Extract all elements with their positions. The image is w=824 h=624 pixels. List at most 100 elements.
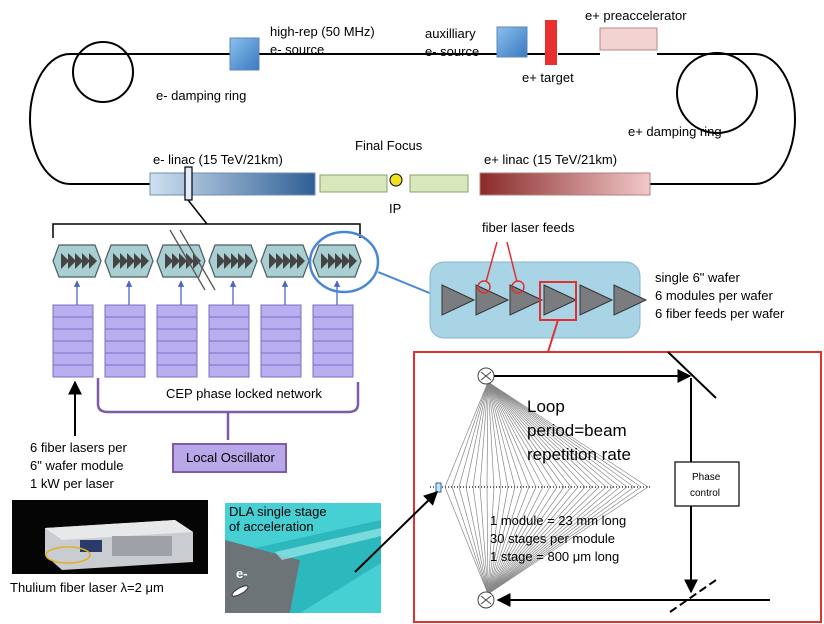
fan-line	[458, 381, 489, 488]
fan-line	[472, 486, 489, 595]
fan-line	[487, 381, 523, 488]
laser-stacks	[52, 304, 354, 378]
module-stage	[283, 253, 291, 269]
feed-lines	[485, 241, 518, 283]
fan-line	[487, 381, 628, 488]
loop-title-1: Loop	[527, 397, 565, 416]
laser-cell	[156, 316, 198, 330]
module-stage	[141, 253, 149, 269]
ff-right-block	[409, 174, 469, 193]
coupler-bottom	[477, 591, 495, 609]
laser-cell	[208, 328, 250, 342]
fan-line	[487, 381, 502, 488]
wafer-module	[579, 284, 614, 316]
p-damping-label: e+ damping ring	[628, 124, 722, 139]
laser-cell	[52, 328, 94, 342]
laser-cell	[52, 316, 94, 330]
laser-cell	[260, 316, 302, 330]
module-stage	[328, 253, 336, 269]
preaccelerator-block	[599, 27, 658, 51]
laser-cell	[260, 352, 302, 366]
zoom-line-blue	[377, 271, 433, 295]
zoom-bracket	[52, 199, 361, 238]
module-stage	[342, 253, 350, 269]
fan-line	[487, 486, 593, 595]
laser-cell	[260, 304, 302, 318]
module-stage	[127, 253, 135, 269]
loop-title-3: repetition rate	[527, 445, 631, 464]
fan-line	[487, 381, 544, 488]
module-stage	[245, 253, 253, 269]
laser-cell	[312, 304, 354, 318]
fan-line	[487, 381, 537, 488]
fan-line	[465, 486, 489, 595]
loop-splitter	[669, 579, 717, 613]
fan-line	[487, 381, 593, 488]
fan-line	[487, 486, 551, 595]
dla-label-2: of acceleration	[229, 519, 314, 534]
laser-cell	[312, 316, 354, 330]
module-highlight-circle	[308, 230, 380, 294]
e-target-label: e+ target	[522, 70, 574, 85]
fan-line	[444, 486, 489, 595]
laser-cell	[104, 340, 146, 354]
laser-cell	[208, 352, 250, 366]
ip-point	[389, 173, 403, 187]
laser-cell	[156, 364, 198, 378]
fan-line	[458, 486, 489, 595]
laser-cell	[156, 340, 198, 354]
fan-line	[487, 486, 509, 595]
module-stage	[89, 253, 97, 269]
dla-inset	[225, 503, 381, 613]
module-break	[169, 229, 216, 291]
aux-source-block	[496, 26, 528, 58]
coupler-top	[477, 367, 495, 385]
laser-cell	[52, 340, 94, 354]
laser-cell	[260, 340, 302, 354]
p-damping-ring-circle	[676, 52, 758, 134]
wafer-info-1: single 6" wafer	[655, 270, 740, 285]
laser-cell	[208, 304, 250, 318]
module-stage	[321, 253, 329, 269]
dla-pointer	[354, 491, 439, 573]
lasers-label-2: 6" wafer module	[30, 458, 124, 473]
module-stage	[349, 253, 357, 269]
fan-line	[451, 486, 489, 595]
module-stage	[120, 253, 128, 269]
preaccelerator-label: e+ preaccelerator	[585, 8, 687, 23]
fan-line	[486, 486, 489, 595]
fan-line	[487, 381, 516, 488]
laser-cell	[260, 328, 302, 342]
ff-left-block	[319, 174, 388, 193]
module-stage	[269, 253, 277, 269]
fan-line	[479, 486, 489, 595]
fan-line	[487, 486, 530, 595]
module-stage	[297, 253, 305, 269]
laser-cell	[208, 316, 250, 330]
module-stage	[165, 253, 173, 269]
e-linac-bar	[149, 172, 316, 196]
module-stage	[217, 253, 225, 269]
fan-line	[465, 381, 489, 488]
e-linac-label: e- linac (15 TeV/21km)	[153, 152, 283, 167]
final-focus-label: Final Focus	[355, 138, 423, 153]
fan-line	[487, 486, 495, 595]
fan-line	[487, 486, 600, 595]
lasers-label-1: 6 fiber lasers per	[30, 440, 127, 455]
fan-line	[487, 486, 572, 595]
fan-line	[487, 486, 628, 595]
wafer-module	[613, 284, 648, 316]
laser-cell	[104, 328, 146, 342]
module-stage	[68, 253, 76, 269]
loop-spec-3: 1 stage = 800 μm long	[490, 549, 620, 564]
module-stage	[186, 253, 194, 269]
module-stage	[290, 253, 298, 269]
loop-spec-1: 1 module = 23 mm long	[490, 513, 627, 528]
fan-line	[487, 486, 586, 595]
loop-stage-marker	[435, 482, 442, 493]
fan-line	[487, 381, 572, 488]
aux-source-label: auxilliary	[425, 26, 476, 41]
fan-line	[472, 381, 489, 488]
laser-cell	[260, 364, 302, 378]
